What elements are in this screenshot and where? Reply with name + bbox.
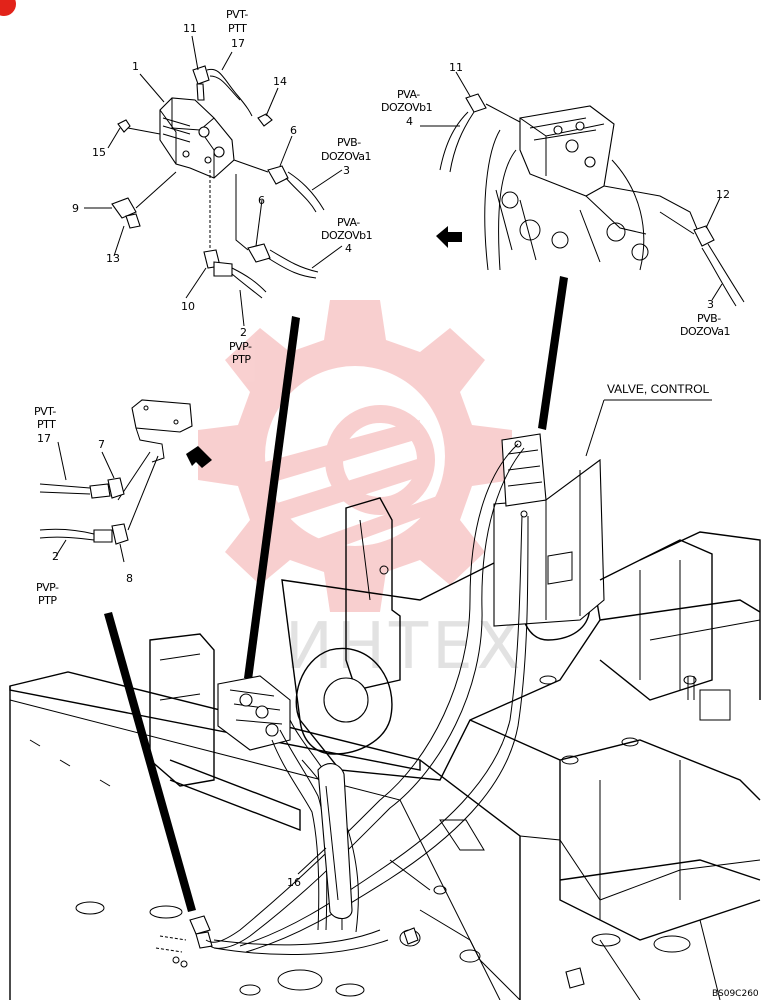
part-number-6-upper: 6 [290, 124, 297, 137]
part-number-17-top: 17 [231, 37, 245, 50]
port-label-pva-mid-2: DOZOVb1 [321, 229, 372, 242]
part-number-16: 16 [287, 876, 301, 889]
detail-ppc-valve-block [84, 35, 343, 327]
watermark-gear-icon [198, 300, 512, 612]
part-number-8: 8 [126, 572, 133, 585]
part-number-7: 7 [98, 438, 105, 451]
part-number-11-top: 11 [183, 22, 197, 35]
part-number-9: 9 [72, 202, 79, 215]
callout-band-2 [538, 276, 568, 430]
port-label-pva-mid-1: PVA- [337, 216, 360, 229]
part-number-1: 1 [132, 60, 139, 73]
corner-badge-icon [0, 0, 16, 16]
detail-control-valve [420, 71, 745, 307]
port-label-pvt-left-1: PVT- [34, 405, 56, 418]
port-label-pvt-top-1: PVT- [226, 8, 248, 21]
part-number-11-right: 11 [449, 61, 463, 74]
port-label-pvt-top-2: PTT [228, 22, 247, 35]
part-number-3-mid: 3 [343, 164, 350, 177]
part-number-4-mid: 4 [345, 242, 352, 255]
callout-band-1 [244, 316, 300, 680]
direction-arrow-icon-2 [186, 446, 212, 468]
drawing-code: BS09C260 [712, 989, 759, 999]
watermark-text: ИНТЕХ [285, 610, 524, 684]
port-label-pvt-left-2: PTT [37, 418, 56, 431]
port-label-pvp-left-2: PTP [38, 594, 57, 607]
port-label-pvb-right-1: PVB- [697, 312, 721, 325]
part-number-2-left: 2 [52, 550, 59, 563]
part-number-15: 15 [92, 146, 106, 159]
port-label-pvb-mid-2: DOZOVa1 [321, 150, 371, 163]
part-number-17-left: 17 [37, 432, 51, 445]
detail-bracket [39, 399, 212, 563]
hose-routing [205, 443, 529, 956]
part-number-14: 14 [273, 75, 287, 88]
direction-arrow-icon [436, 226, 462, 248]
part-number-4-right: 4 [406, 115, 413, 128]
port-label-pva-right-2: DOZOVb1 [381, 101, 432, 114]
part-number-3-right: 3 [707, 298, 714, 311]
port-label-pvp-left-1: PVP- [36, 581, 59, 594]
port-label-pvb-right-2: DOZOVa1 [680, 325, 730, 338]
part-number-13: 13 [106, 252, 120, 265]
part-number-10: 10 [181, 300, 195, 313]
port-label-pvp-mid-1: PVP- [229, 340, 252, 353]
port-label-pvp-mid-2: PTP [232, 353, 251, 366]
part-number-2-mid: 2 [240, 326, 247, 339]
part-number-6-lower: 6 [258, 194, 265, 207]
port-label-pvb-mid-1: PVB- [337, 136, 361, 149]
port-label-pva-right-1: PVA- [397, 88, 420, 101]
valve-control-label: VALVE, CONTROL [607, 382, 710, 396]
part-number-12: 12 [716, 188, 730, 201]
